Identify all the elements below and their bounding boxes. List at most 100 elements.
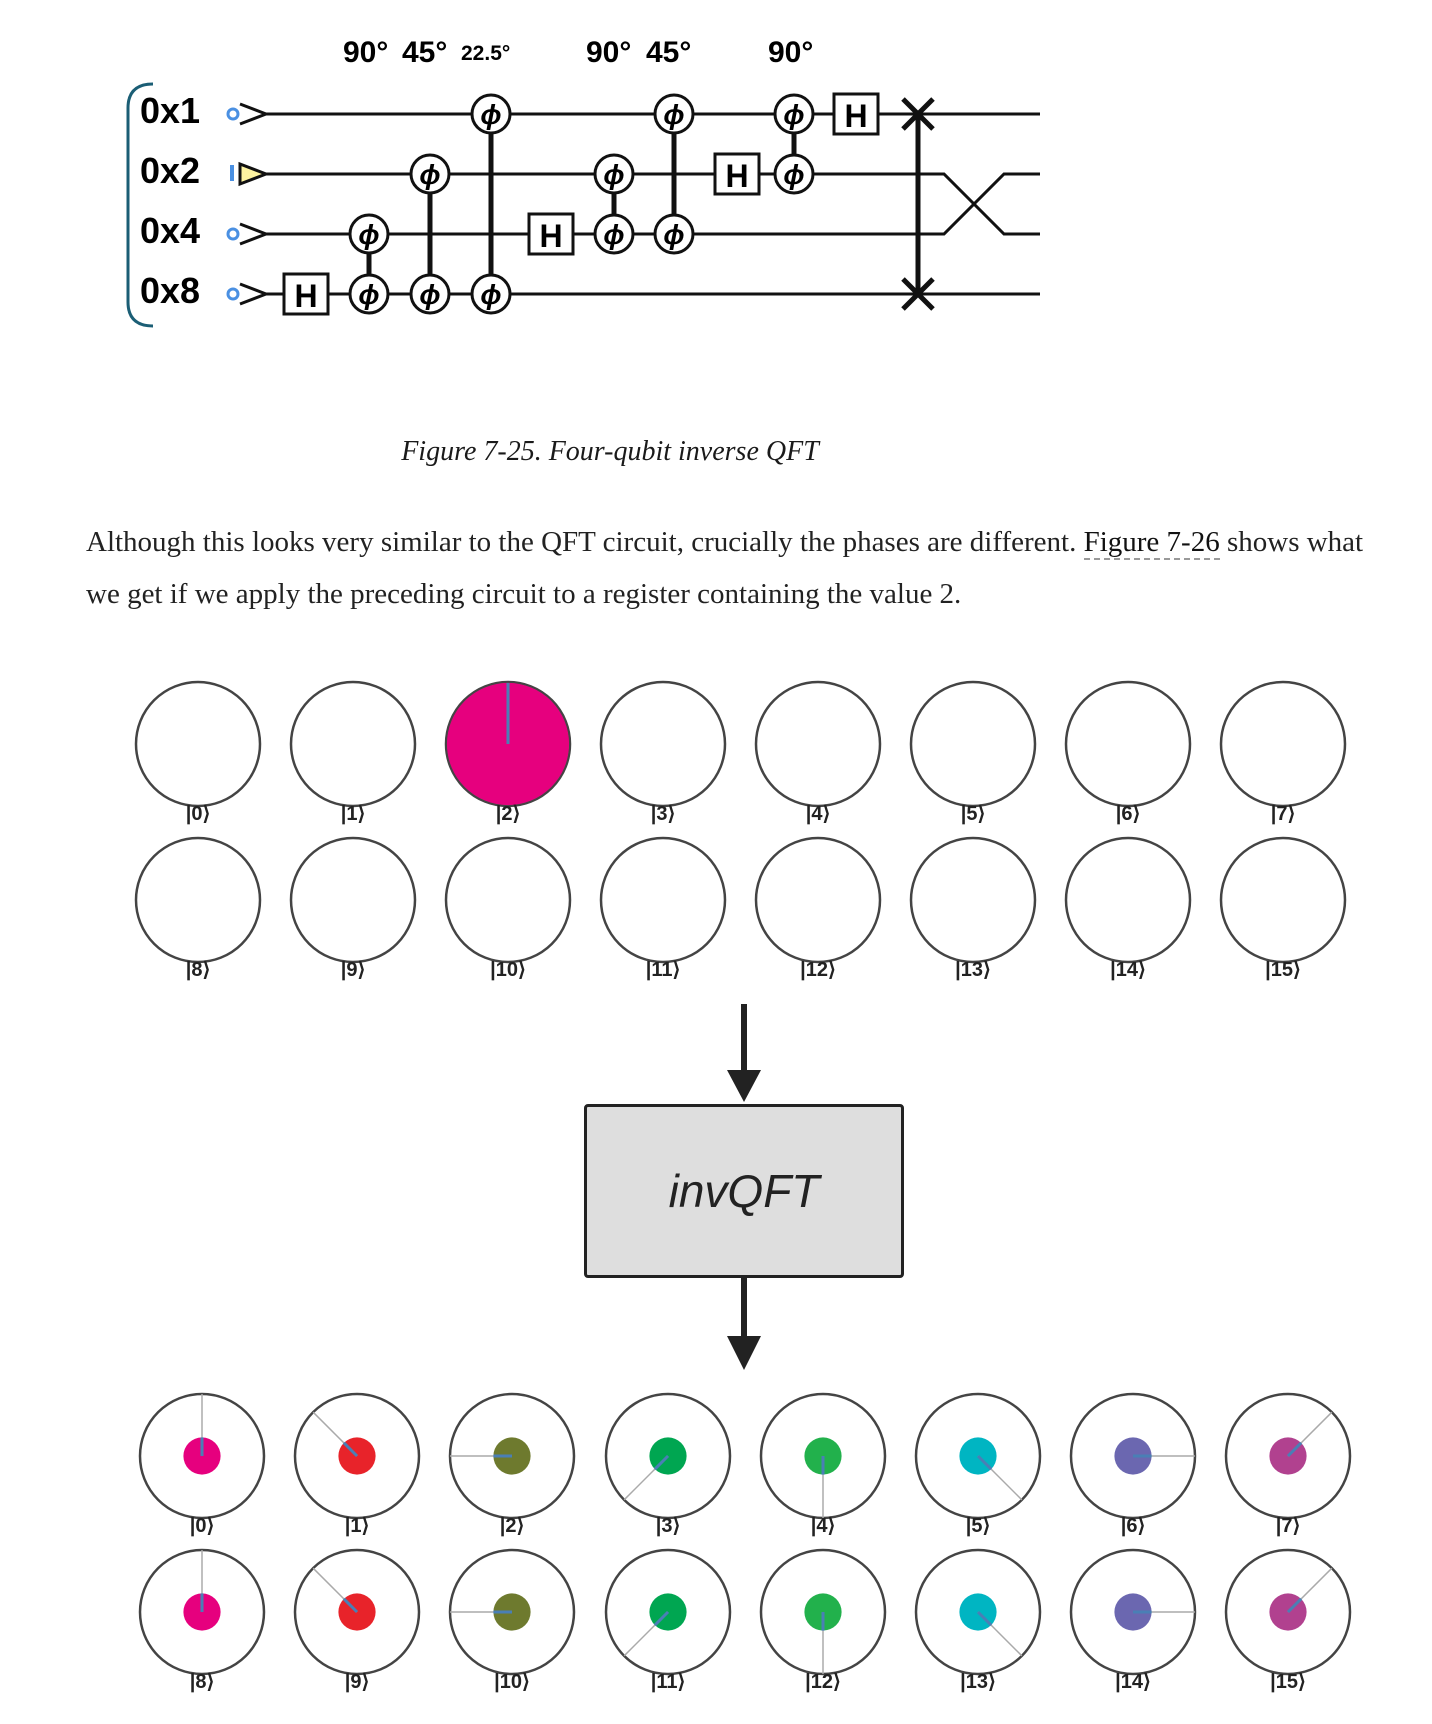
phase-gate: ϕ xyxy=(593,213,635,255)
phase-gate: ϕ xyxy=(348,273,390,315)
ket-label: |8⟩ xyxy=(190,1671,215,1693)
phase-gate: ϕ xyxy=(653,213,695,255)
state-circle: |8⟩ xyxy=(134,836,262,981)
state-circle-outline xyxy=(134,680,262,808)
state-circle: |9⟩ xyxy=(289,836,417,981)
ket-label: |11⟩ xyxy=(651,1671,686,1693)
paragraph-text: shows what we get if we apply the preced… xyxy=(86,526,1364,610)
state-circle-outline xyxy=(289,836,417,964)
state-circle-outline xyxy=(909,680,1037,808)
qubit-label: 0x1 xyxy=(140,90,200,131)
phase-line xyxy=(1286,1441,1303,1458)
state-circle: |6⟩ xyxy=(1069,1392,1197,1537)
swap-x-mark xyxy=(901,97,935,131)
input-state-grid: |0⟩|1⟩ |2⟩ |3⟩ |4⟩ |5⟩ |6⟩|7⟩ |8⟩ |9⟩ |10⟩ |11⟩ |1… xyxy=(134,680,1347,981)
state-circle: |0⟩ xyxy=(138,1392,266,1537)
svg-text:H: H xyxy=(294,278,317,314)
ket-label: |9⟩ xyxy=(345,1671,370,1693)
state-circle-outline xyxy=(444,836,572,964)
state-circle: |15⟩ xyxy=(1219,836,1347,981)
ket-label: |14⟩ xyxy=(1110,959,1146,981)
svg-text:H: H xyxy=(844,98,867,134)
swap-x-mark xyxy=(901,277,935,311)
ket-label: |3⟩ xyxy=(651,803,676,825)
paragraph-text: Although this looks very similar to the … xyxy=(86,526,1084,558)
ket-label: |8⟩ xyxy=(186,959,211,981)
phase-gate: ϕ xyxy=(470,93,512,135)
state-circle-outline xyxy=(599,680,727,808)
ket-label: |13⟩ xyxy=(960,1671,996,1693)
state-circle-outline xyxy=(1219,836,1347,964)
svg-text:ϕ: ϕ xyxy=(783,99,804,130)
phase-line xyxy=(1286,1597,1303,1614)
angle-label: 22.5° xyxy=(461,42,510,65)
state-circle: |6⟩ xyxy=(1064,680,1192,825)
figure-link[interactable]: Figure 7-26 xyxy=(1083,526,1220,560)
ket-label: |4⟩ xyxy=(806,803,831,825)
ket-label: |15⟩ xyxy=(1265,959,1301,981)
hadamard-gate: H xyxy=(282,272,330,316)
svg-text:ϕ: ϕ xyxy=(480,99,501,130)
qubit-label: 0x8 xyxy=(140,270,200,311)
body-paragraph: Although this looks very similar to the … xyxy=(86,516,1386,620)
ket-label: |2⟩ xyxy=(500,1515,525,1537)
qubit-label: 0x4 xyxy=(140,210,200,251)
ket-label: |10⟩ xyxy=(490,959,526,981)
phase-line xyxy=(976,1454,993,1471)
phase-line xyxy=(976,1610,993,1627)
qubit-zero-marker xyxy=(226,107,240,121)
ket-label: |4⟩ xyxy=(811,1515,836,1537)
angle-label: 45° xyxy=(646,36,691,69)
svg-text:ϕ: ϕ xyxy=(358,279,379,310)
state-circle: |12⟩ xyxy=(759,1548,887,1693)
hadamard-gate: H xyxy=(527,212,575,256)
state-circle: |10⟩ xyxy=(444,836,572,981)
state-circle-outline xyxy=(754,680,882,808)
svg-text:ϕ: ϕ xyxy=(663,99,684,130)
state-circle: |13⟩ xyxy=(909,836,1037,981)
phase-line xyxy=(653,1610,670,1627)
svg-text:H: H xyxy=(539,218,562,254)
angle-label: 90° xyxy=(586,36,631,69)
angle-label: 45° xyxy=(402,36,447,69)
state-circle: |3⟩ xyxy=(599,680,727,825)
phase-gate: ϕ xyxy=(773,153,815,195)
phase-line xyxy=(653,1454,670,1471)
ket-label: |6⟩ xyxy=(1121,1515,1146,1537)
phase-gate: ϕ xyxy=(409,273,451,315)
invqft-operation-box: invQFT xyxy=(584,1104,904,1278)
state-circle-outline xyxy=(1064,680,1192,808)
state-circle: |11⟩ xyxy=(604,1548,732,1693)
state-circle: |0⟩ xyxy=(134,680,262,825)
ket-label: |0⟩ xyxy=(190,1515,215,1537)
ket-label: |15⟩ xyxy=(1270,1671,1306,1693)
state-circle: |9⟩ xyxy=(293,1548,421,1693)
state-circle-outline xyxy=(1064,836,1192,964)
state-circle: |1⟩ xyxy=(289,680,417,825)
operation-label: invQFT xyxy=(668,1165,820,1217)
state-circle: |5⟩ xyxy=(914,1392,1042,1537)
state-circle: |14⟩ xyxy=(1069,1548,1197,1693)
ket-label: |10⟩ xyxy=(494,1671,530,1693)
ket-label: |5⟩ xyxy=(966,1515,991,1537)
state-circle: |11⟩ xyxy=(599,836,727,981)
state-circle: |2⟩ xyxy=(448,1392,576,1537)
ket-label: |7⟩ xyxy=(1276,1515,1301,1537)
ket-label: |2⟩ xyxy=(496,803,521,825)
phase-gate: ϕ xyxy=(653,93,695,135)
svg-text:ϕ: ϕ xyxy=(358,219,379,250)
state-circle: |14⟩ xyxy=(1064,836,1192,981)
ket-label: |5⟩ xyxy=(961,803,986,825)
state-circle: |7⟩ xyxy=(1219,680,1347,825)
state-circle: |10⟩ xyxy=(448,1548,576,1693)
phase-gate: ϕ xyxy=(773,93,815,135)
ket-label: |1⟩ xyxy=(345,1515,370,1537)
down-arrow xyxy=(727,1278,761,1370)
ket-label: |11⟩ xyxy=(646,959,681,981)
qubit-label: 0x2 xyxy=(140,150,200,191)
ket-label: |12⟩ xyxy=(805,1671,841,1693)
qubit-zero-marker xyxy=(226,227,240,241)
svg-text:ϕ: ϕ xyxy=(603,219,624,250)
